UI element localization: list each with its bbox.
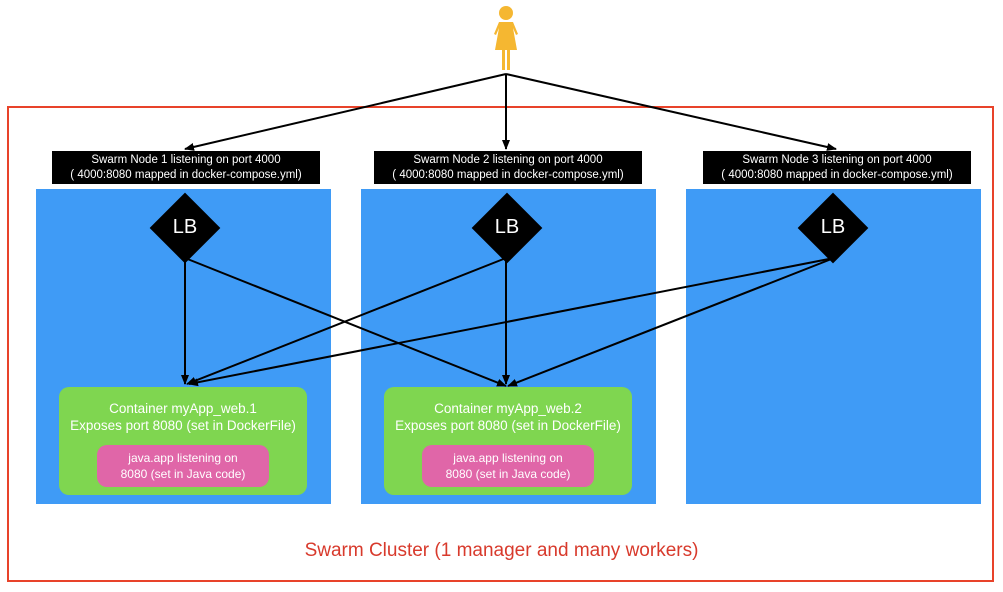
node-3-label-line2: ( 4000:8080 mapped in docker-compose.yml… xyxy=(721,169,953,181)
container-2-title-line2: Exposes port 8080 (set in DockerFile) xyxy=(395,418,621,433)
node-2-label-line1: Swarm Node 2 listening on port 4000 xyxy=(413,154,603,166)
node-3-label: Swarm Node 3 listening on port 4000 ( 40… xyxy=(703,151,971,184)
container-1-title: Container myApp_web.1 Exposes port 8080 … xyxy=(59,400,307,434)
java-app-2: java.app listening on 8080 (set in Java … xyxy=(422,445,594,487)
node-1-label-line2: ( 4000:8080 mapped in docker-compose.yml… xyxy=(70,169,302,181)
node-3-label-line1: Swarm Node 3 listening on port 4000 xyxy=(742,154,932,166)
node-1-label-line1: Swarm Node 1 listening on port 4000 xyxy=(91,154,281,166)
java-app-1-line1: java.app listening on xyxy=(128,451,238,465)
container-2-title-line1: Container myApp_web.2 xyxy=(434,401,582,416)
person-icon xyxy=(494,6,518,70)
lb-1-label: LB xyxy=(172,216,198,238)
node-1-label: Swarm Node 1 listening on port 4000 ( 40… xyxy=(52,151,320,184)
java-app-2-line2: 8080 (set in Java code) xyxy=(445,467,571,481)
java-app-2-line1: java.app listening on xyxy=(453,451,563,465)
container-myapp-web-1: Container myApp_web.1 Exposes port 8080 … xyxy=(59,387,307,495)
container-2-title: Container myApp_web.2 Exposes port 8080 … xyxy=(384,400,632,434)
java-app-1: java.app listening on 8080 (set in Java … xyxy=(97,445,269,487)
container-1-title-line2: Exposes port 8080 (set in DockerFile) xyxy=(70,418,296,433)
node-2-label-line2: ( 4000:8080 mapped in docker-compose.yml… xyxy=(392,169,624,181)
node-2-label: Swarm Node 2 listening on port 4000 ( 40… xyxy=(374,151,642,184)
cluster-title: Swarm Cluster (1 manager and many worker… xyxy=(304,540,699,561)
container-myapp-web-2: Container myApp_web.2 Exposes port 8080 … xyxy=(384,387,632,495)
lb-2-label: LB xyxy=(494,216,520,238)
lb-3-label: LB xyxy=(820,216,846,238)
container-1-title-line1: Container myApp_web.1 xyxy=(109,401,257,416)
java-app-1-line2: 8080 (set in Java code) xyxy=(120,467,246,481)
